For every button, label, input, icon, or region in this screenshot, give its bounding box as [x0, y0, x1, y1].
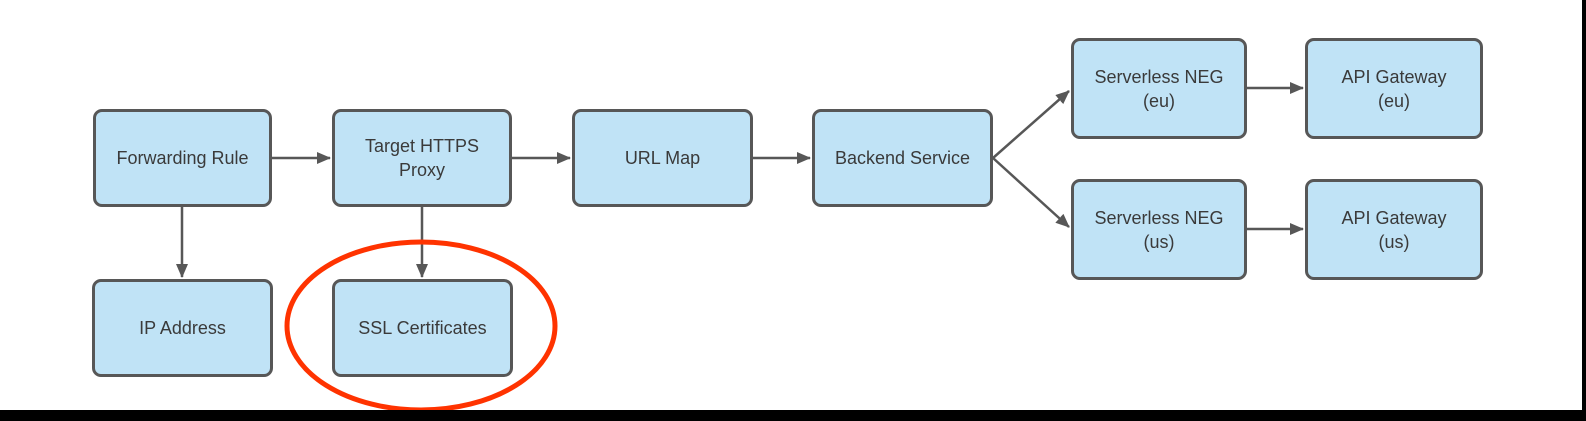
node-label: (eu): [1377, 90, 1410, 111]
node-label: API Gateway: [1341, 207, 1447, 228]
node-ip-address: IP Address: [92, 279, 273, 377]
node-label: IP Address: [139, 318, 226, 338]
node-backend-service: Backend Service: [812, 109, 993, 207]
node-label: Serverless NEG: [1094, 207, 1224, 228]
node-label: Forwarding Rule: [116, 148, 249, 168]
node-label: (us): [1143, 231, 1175, 252]
node-label: Backend Service: [834, 148, 971, 168]
edge-backend-service-to-serverless-neg-eu: [992, 90, 1070, 159]
node-label: API Gateway: [1341, 66, 1447, 87]
node-label: URL Map: [624, 148, 701, 168]
node-api-gateway-eu: API Gateway (eu): [1305, 38, 1483, 139]
node-label: Serverless NEG: [1094, 66, 1224, 87]
node-serverless-neg-us: Serverless NEG (us): [1071, 179, 1247, 280]
edge-backend-service-to-serverless-neg-us: [992, 157, 1070, 228]
node-label: (eu): [1142, 90, 1175, 111]
window-edge-bottom: [0, 410, 1586, 421]
node-ssl-certificates: SSL Certificates: [332, 279, 513, 377]
node-url-map: URL Map: [572, 109, 753, 207]
node-target-https-proxy: Target HTTPS Proxy: [332, 109, 512, 207]
node-serverless-neg-eu: Serverless NEG (eu): [1071, 38, 1247, 139]
node-label: Proxy: [398, 160, 445, 180]
window-edge-right: [1582, 0, 1586, 421]
node-forwarding-rule: Forwarding Rule: [93, 109, 272, 207]
node-label: SSL Certificates: [358, 318, 487, 338]
node-label: (us): [1378, 231, 1410, 252]
node-label: Target HTTPS: [364, 136, 480, 156]
node-api-gateway-us: API Gateway (us): [1305, 179, 1483, 280]
